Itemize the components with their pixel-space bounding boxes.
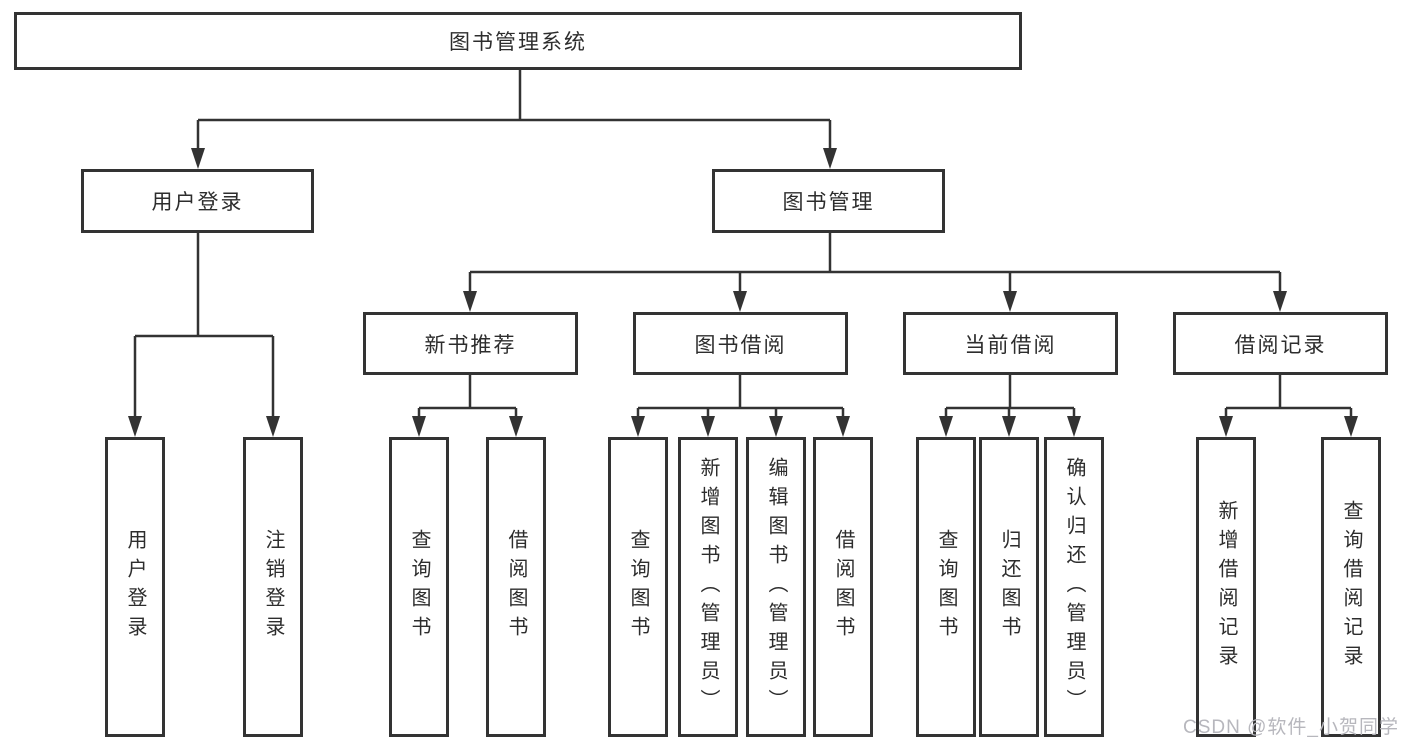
leaf-user-login: 用户登录 [105, 437, 165, 737]
node-book-management: 图书管理 [712, 169, 945, 233]
node-label: 查询图书 [627, 529, 649, 645]
leaf-borrow-books-recommend: 借阅图书 [486, 437, 546, 737]
leaf-add-books-admin: 新增图书（管理员） [678, 437, 738, 737]
node-label: 归还图书 [998, 529, 1020, 645]
node-label: 新增借阅记录 [1215, 500, 1237, 674]
leaf-confirm-return-admin: 确认归还（管理员） [1044, 437, 1104, 737]
node-root-system: 图书管理系统 [14, 12, 1022, 70]
node-label: 注销登录 [262, 529, 284, 645]
csdn-watermark: CSDN @软件_小贺同学 [1183, 717, 1399, 738]
node-label: 查询图书 [408, 529, 430, 645]
node-user-login: 用户登录 [81, 169, 314, 233]
node-new-book-recommend: 新书推荐 [363, 312, 578, 375]
leaf-logout: 注销登录 [243, 437, 303, 737]
node-label: 当前借阅 [964, 333, 1057, 357]
node-label: 图书管理 [782, 191, 875, 214]
leaf-edit-books-admin: 编辑图书（管理员） [746, 437, 806, 737]
leaf-add-borrow-record: 新增借阅记录 [1196, 437, 1256, 737]
leaf-borrow-books: 借阅图书 [813, 437, 873, 737]
node-book-borrowing: 图书借阅 [633, 312, 848, 375]
node-label: 新增图书（管理员） [697, 456, 719, 718]
node-borrowing-records: 借阅记录 [1173, 312, 1388, 375]
node-label: 用户登录 [124, 529, 146, 645]
node-label: 查询图书 [935, 529, 957, 645]
node-label: 新书推荐 [424, 333, 517, 357]
node-label: 图书管理系统 [449, 31, 587, 54]
leaf-query-books-recommend: 查询图书 [389, 437, 449, 737]
node-label: 确认归还（管理员） [1063, 456, 1085, 718]
node-label: 借阅图书 [832, 529, 854, 645]
leaf-query-books-current: 查询图书 [916, 437, 976, 737]
node-label: 借阅图书 [505, 529, 527, 645]
leaf-return-books: 归还图书 [979, 437, 1039, 737]
node-label: 图书借阅 [694, 333, 787, 357]
leaf-query-books-borrowing: 查询图书 [608, 437, 668, 737]
node-label: 借阅记录 [1234, 333, 1327, 357]
node-label: 用户登录 [151, 191, 244, 214]
node-label: 查询借阅记录 [1340, 500, 1362, 674]
leaf-query-borrow-record: 查询借阅记录 [1321, 437, 1381, 737]
node-label: 编辑图书（管理员） [765, 456, 787, 718]
node-current-borrowing: 当前借阅 [903, 312, 1118, 375]
